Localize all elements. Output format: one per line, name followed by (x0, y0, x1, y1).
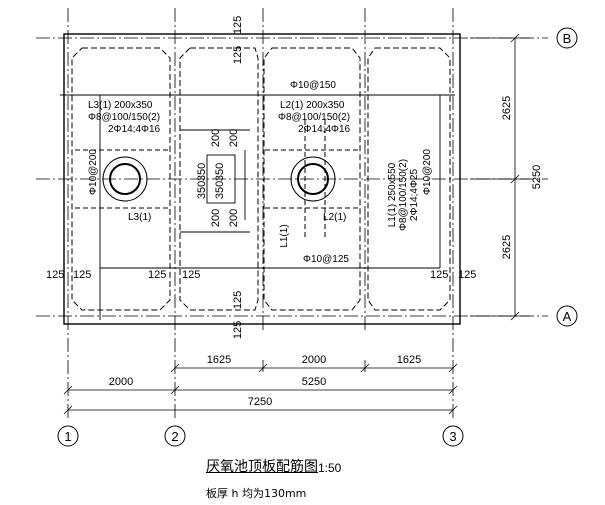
drawing-title: 厌氧池顶板配筋图 (206, 459, 318, 475)
manhole-right-outer (290, 156, 336, 202)
dim-opening-bottom-1: 200 (210, 209, 222, 227)
dim-row1-left: 1625 (207, 354, 231, 366)
dim-125-right-2: 125 (458, 269, 476, 281)
slab-right-bar: Φ10@200 (422, 149, 433, 195)
dim-125-bottom-2: 125 (232, 321, 244, 339)
dim-125-mid-2: 125 (182, 269, 200, 281)
manhole-right-inner (297, 163, 329, 195)
axis-bubble-3 (442, 425, 464, 447)
drawing-note: 板厚 h 均为130mm (206, 487, 307, 500)
axis-label-2: 2 (171, 429, 178, 444)
dim-125-top-2: 125 (232, 46, 244, 64)
beam-l1-stirrup: Φ8@100/150(2) (398, 159, 409, 231)
slab-top-bar: Φ10@150 (290, 80, 336, 91)
dim-125-top-1: 125 (232, 16, 244, 34)
beam-l1-lines (304, 120, 326, 238)
dim-opening-350-1: 350 (196, 163, 208, 181)
bay-4-outline (367, 47, 451, 311)
beams (75, 120, 360, 238)
dimension-texts: 2625 2625 5250 1625 2000 1625 2000 5250 … (46, 16, 543, 408)
bottom-dimension-lines (63, 360, 458, 415)
beam-l3-stirrup: Φ8@100/150(2) (88, 112, 160, 123)
dim-opening-top-2: 200 (228, 129, 240, 147)
beam-l3-name: L3(1) 200x350 (88, 100, 153, 111)
drawing-scale: 1:50 (318, 461, 342, 475)
slab-left-bar: Φ10@200 (88, 149, 99, 195)
dim-row1-mid: 2000 (302, 354, 326, 366)
dim-row3-total: 7250 (248, 396, 272, 408)
manhole-left-inner (109, 163, 141, 195)
beam-l1-name: L1(1) 250x550 (387, 162, 398, 227)
axis-bubble-b (556, 27, 578, 49)
beam-l3-label: L3(1) (128, 212, 151, 223)
dim-right-total: 5250 (531, 165, 543, 189)
manhole-left-outer (102, 156, 148, 202)
dim-row1-right: 1625 (397, 354, 421, 366)
beam-l2-label: L2(1) (323, 212, 346, 223)
dim-opening-350-2: 350 (214, 163, 226, 181)
axis-label-b: B (563, 31, 572, 46)
axis-bubble-labels: B A 1 2 3 (64, 31, 571, 444)
axis-bubble-2 (164, 425, 186, 447)
beam-l2-name: L2(1) 200x350 (280, 100, 345, 111)
dim-opening-bottom-2: 200 (228, 209, 240, 227)
right-dimension-lines (470, 33, 530, 321)
slab-outline (63, 33, 461, 325)
beam-l1-bars: 2Φ14;4Φ25 (409, 169, 420, 222)
dim-right-top: 2625 (501, 96, 513, 120)
bay-3-outline (263, 47, 361, 311)
axis-bubble-1 (57, 425, 79, 447)
axis-label-3: 3 (449, 429, 456, 444)
dim-opening-top-1: 200 (210, 129, 222, 147)
axis-bubbles (57, 27, 578, 447)
dim-125-left-2: 125 (73, 269, 91, 281)
dim-row2-left: 2000 (109, 376, 133, 388)
slab-bottom-bar: Φ10@125 (303, 254, 349, 265)
reinforcement-annotations: L3(1) 200x350 Φ8@100/150(2) 2Φ14;4Φ16 L3… (88, 80, 433, 265)
dim-125-left-1: 125 (46, 269, 64, 281)
dim-opening-350-4: 350 (214, 181, 226, 199)
beam-l1-label: L1(1) (279, 224, 290, 247)
wall-outlines (71, 47, 451, 311)
beam-l2-bars: 2Φ14;4Φ16 (298, 124, 351, 135)
opening-rect (206, 154, 236, 204)
dim-125-right-1: 125 (430, 269, 448, 281)
manholes (102, 156, 336, 202)
dim-row2-right: 5250 (302, 376, 326, 388)
beam-l2-stirrup: Φ8@100/150(2) (278, 112, 350, 123)
axis-label-1: 1 (64, 429, 71, 444)
dim-opening-350-3: 350 (196, 181, 208, 199)
dim-125-mid-1: 125 (148, 269, 166, 281)
dim-right-bottom: 2625 (501, 235, 513, 259)
beam-l3-bars: 2Φ14;4Φ16 (108, 124, 161, 135)
axis-bubble-a (556, 305, 578, 327)
axis-label-a: A (563, 309, 572, 324)
bay-2-outline (179, 47, 259, 311)
axis-lines (36, 8, 548, 420)
bay-1-outline (71, 47, 171, 311)
dim-125-bottom-1: 125 (232, 291, 244, 309)
